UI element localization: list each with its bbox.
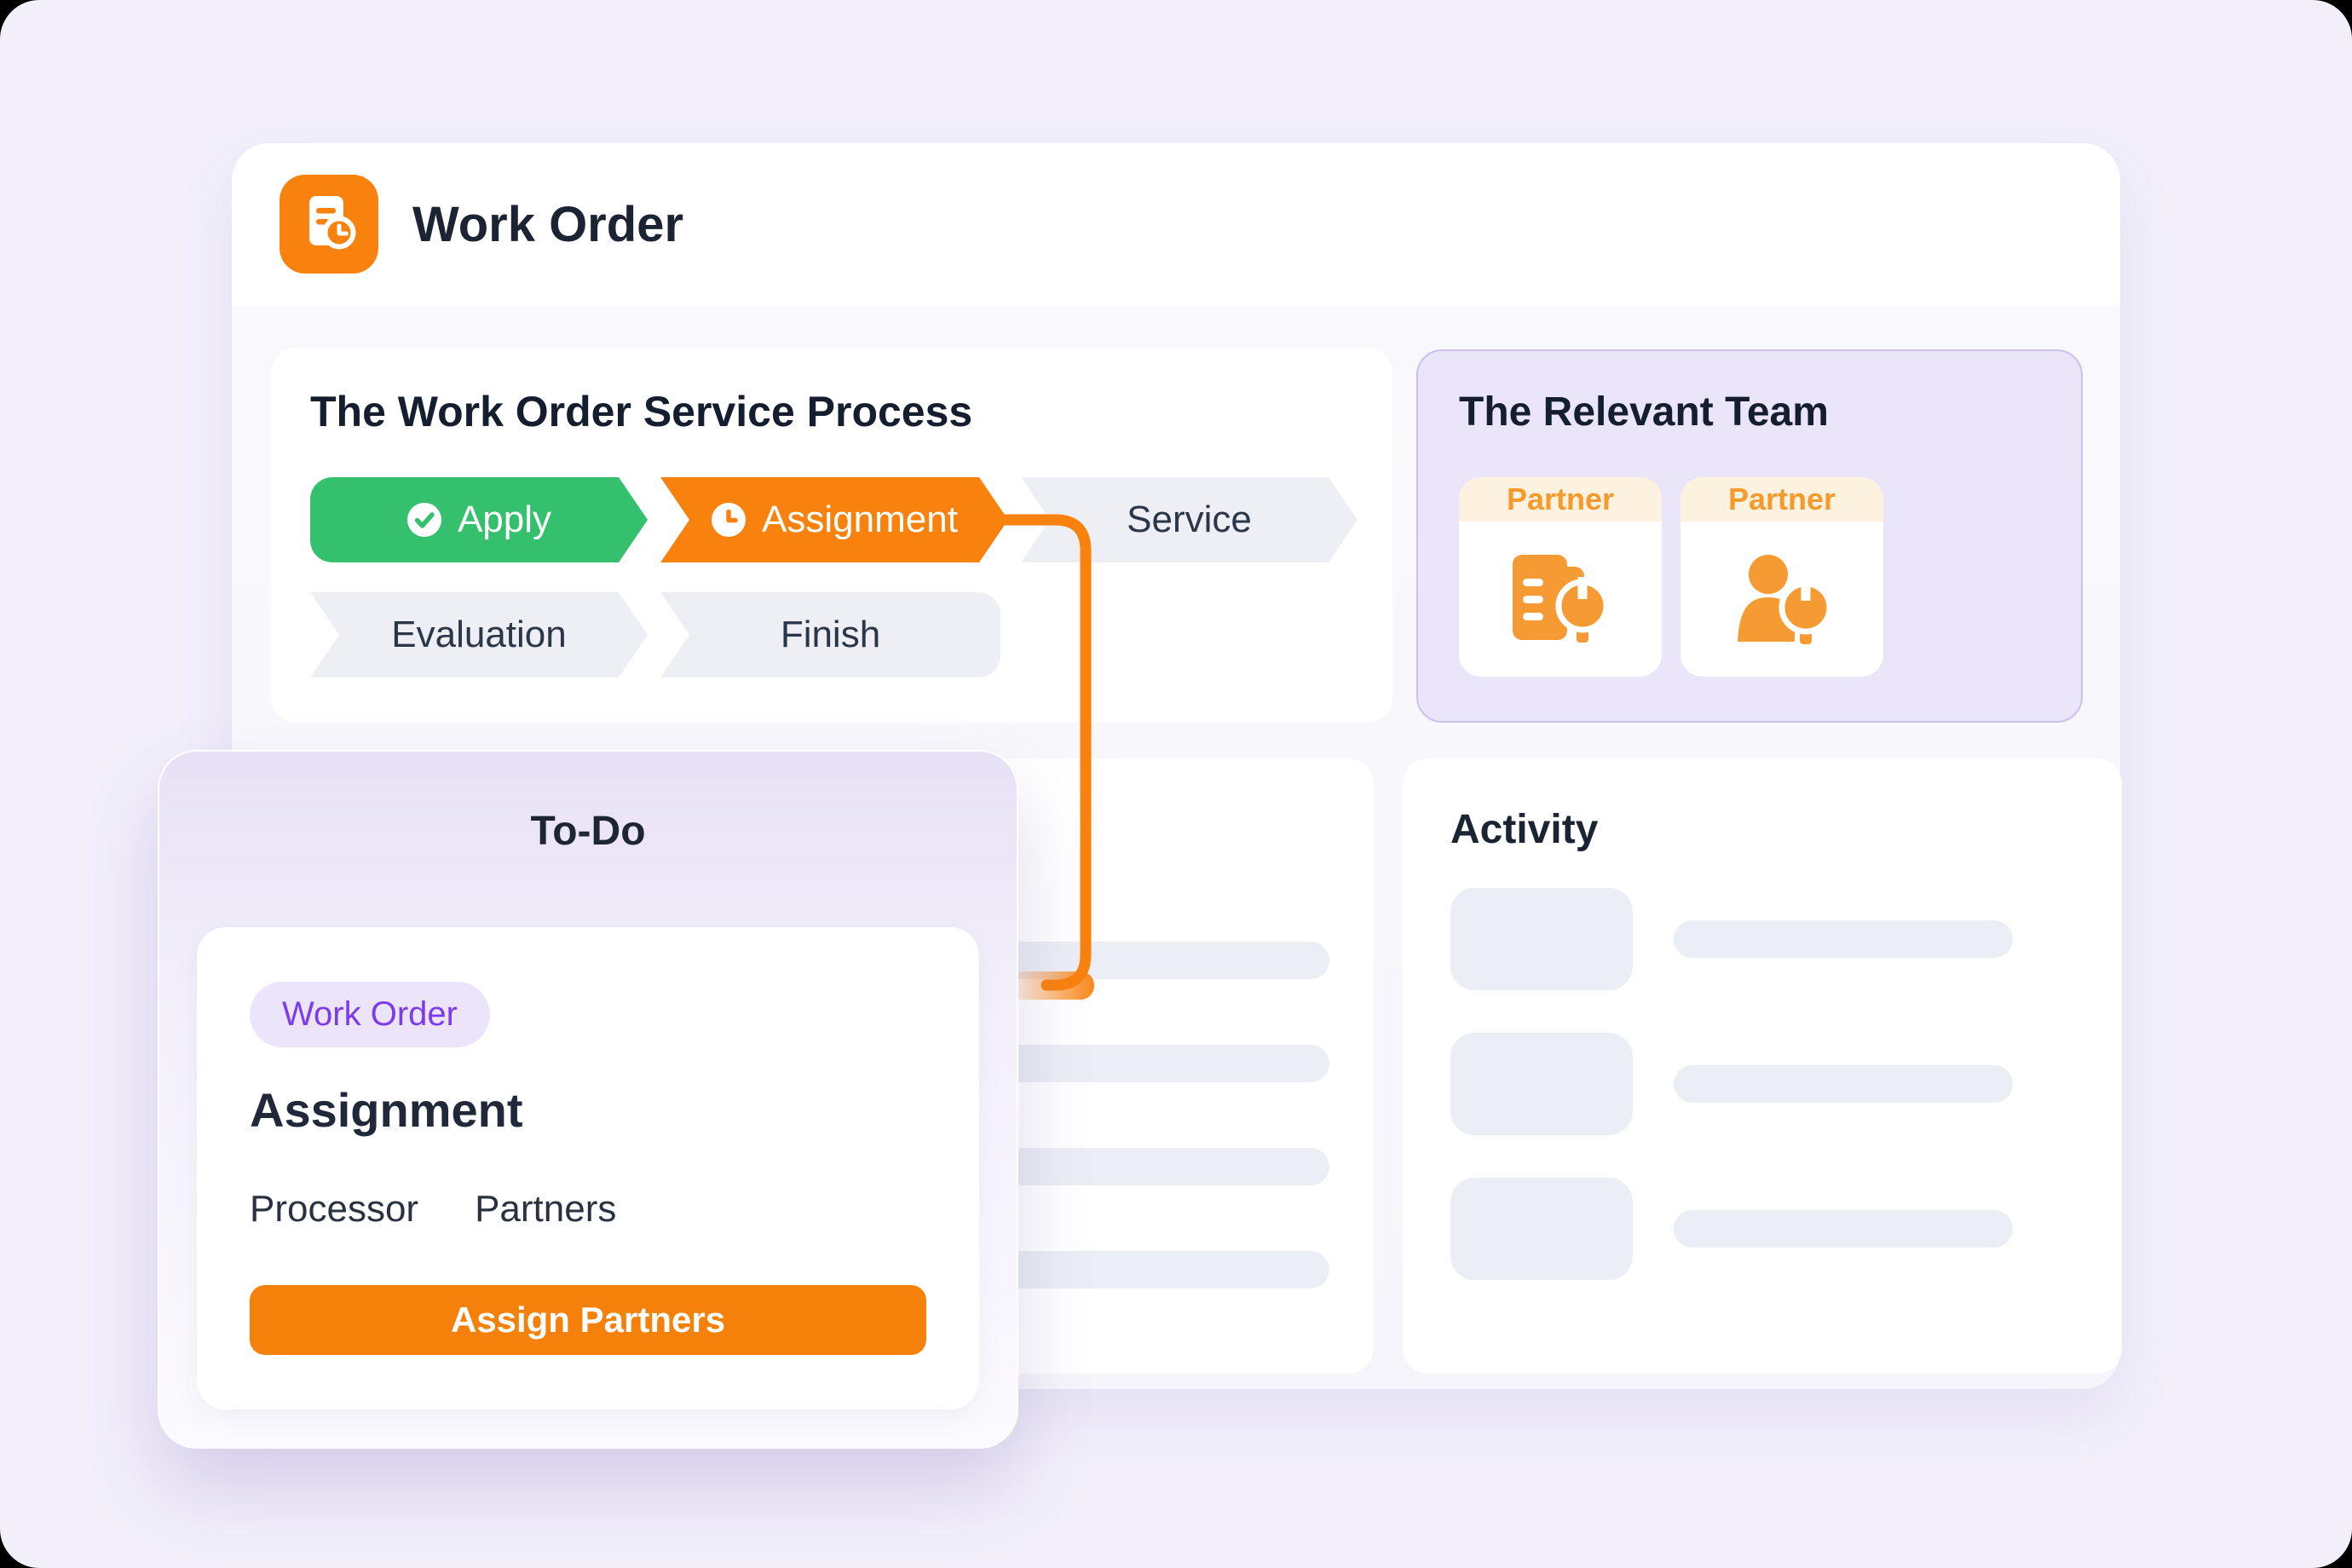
step-finish: Finish xyxy=(660,592,1000,677)
partner-label: Partner xyxy=(1680,477,1883,522)
partner-tile-body xyxy=(1459,522,1662,677)
step-label: Service xyxy=(1127,499,1252,540)
todo-title: To-Do xyxy=(530,809,646,854)
partner-tile: Partner xyxy=(1680,477,1883,677)
step-assignment: Assignment xyxy=(660,477,1008,562)
step-label: Apply xyxy=(457,499,552,540)
skeleton-bar xyxy=(1674,1210,2013,1248)
service-process-card: The Work Order Service Process Apply xyxy=(271,348,1392,723)
todo-popover: To-Do Work Order Assignment Processor Pa… xyxy=(158,750,1018,1449)
document-wrench-icon xyxy=(1513,555,1610,648)
step-evaluation: Evaluation xyxy=(310,592,648,677)
team-tiles: Partner xyxy=(1459,477,1883,677)
task-title: Assignment xyxy=(250,1083,523,1137)
task-fields: Processor Partners xyxy=(250,1188,616,1231)
skeleton-bar xyxy=(1674,1065,2013,1103)
step-apply: Apply xyxy=(310,477,648,562)
partner-tile: Partner xyxy=(1459,477,1662,677)
process-title: The Work Order Service Process xyxy=(310,388,973,435)
process-steps: Apply Assignment Service xyxy=(310,477,1358,707)
step-label: Assignment xyxy=(762,499,958,540)
process-steps-row-1: Apply Assignment Service xyxy=(310,477,1358,562)
skeleton-block xyxy=(1450,1178,1633,1280)
step-label: Evaluation xyxy=(391,614,567,655)
skeleton-block xyxy=(1450,1033,1633,1135)
field-partners: Partners xyxy=(475,1188,617,1230)
work-order-badge: Work Order xyxy=(250,982,490,1047)
process-steps-row-2: Evaluation Finish xyxy=(310,592,1358,677)
check-circle-icon xyxy=(406,502,442,538)
step-label: Finish xyxy=(780,614,881,655)
user-wrench-icon xyxy=(1738,555,1833,649)
step-service: Service xyxy=(1021,477,1358,562)
partner-tile-body xyxy=(1680,522,1883,677)
window-header: Work Order xyxy=(232,143,2120,305)
activity-card: Activity xyxy=(1403,758,2122,1374)
skeleton-bar xyxy=(1674,920,2013,958)
assign-partners-button[interactable]: Assign Partners xyxy=(250,1285,926,1355)
work-order-app-icon xyxy=(280,175,378,274)
skeleton-block xyxy=(1450,888,1633,990)
team-title: The Relevant Team xyxy=(1459,389,1829,435)
clock-icon xyxy=(711,502,747,538)
page-title: Work Order xyxy=(412,196,684,252)
field-processor: Processor xyxy=(250,1188,419,1230)
todo-task-card: Work Order Assignment Processor Partners… xyxy=(197,927,979,1409)
relevant-team-card: The Relevant Team Partner xyxy=(1416,349,2083,723)
activity-title: Activity xyxy=(1450,807,1599,852)
document-clock-glyph xyxy=(309,196,356,250)
partner-label: Partner xyxy=(1459,477,1662,522)
